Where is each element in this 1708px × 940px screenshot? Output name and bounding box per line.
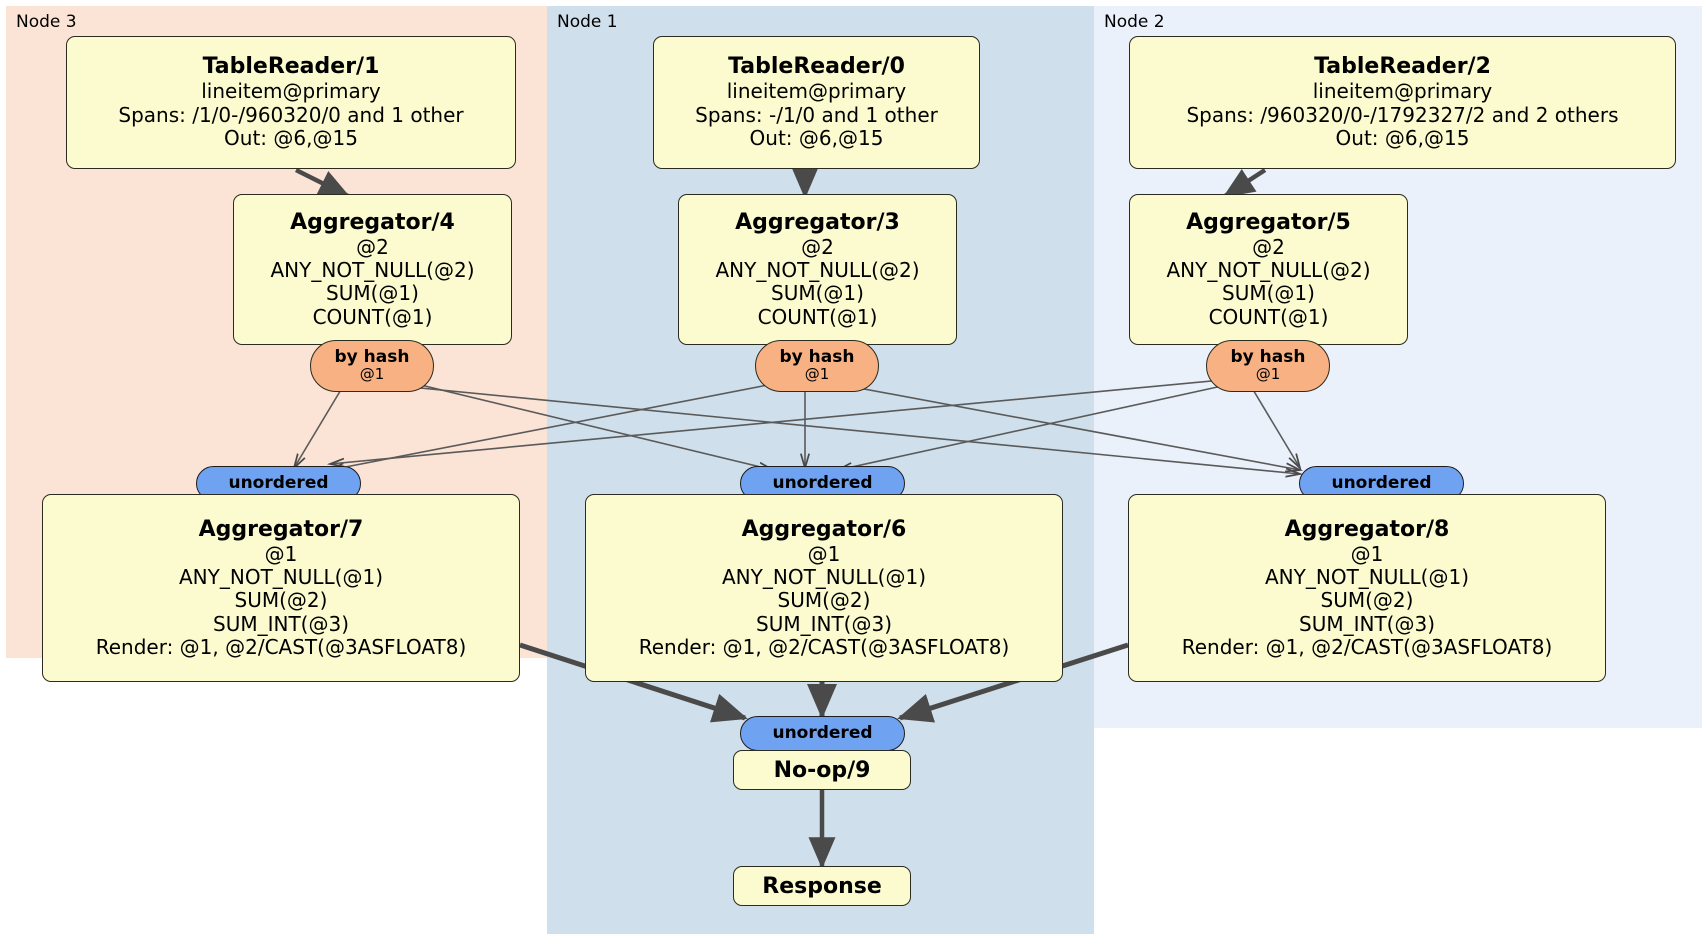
node-line: ANY_NOT_NULL(@1) [179,564,383,589]
node-line: Render: @1, @2/CAST(@3ASFLOAT8) [638,635,1010,660]
node-title: TableReader/0 [728,54,905,80]
router-column: @1 [359,365,385,384]
node-title: No-op/9 [773,757,871,783]
node-line: @2 [801,234,834,259]
node-line: Out: @6,@15 [224,126,358,151]
node-title: Aggregator/8 [1284,516,1450,542]
router-label: unordered [772,473,873,493]
router-by-hash-node2[interactable]: by hash @1 [1206,340,1330,392]
node-line: ANY_NOT_NULL(@1) [722,564,926,589]
panel-node3-label: Node 3 [16,12,77,32]
node-line: Out: @6,@15 [1335,126,1470,151]
node-line: SUM(@1) [1222,281,1315,306]
node-title: Aggregator/5 [1186,209,1351,235]
node-aggregator6[interactable]: Aggregator/6 @1 ANY_NOT_NULL(@1) SUM(@2)… [585,494,1063,682]
node-line: Spans: -/1/0 and 1 other [695,102,938,127]
node-line: @1 [264,541,298,566]
router-label: unordered [1331,473,1432,493]
node-response[interactable]: Response [733,866,911,906]
node-line: lineitem@primary [201,79,381,104]
router-column: @1 [1255,365,1281,384]
router-label: by hash [1230,347,1306,368]
router-unordered-final[interactable]: unordered [740,716,905,751]
node-line: @2 [1252,234,1285,259]
node-line: ANY_NOT_NULL(@2) [715,258,920,283]
panel-node2-label: Node 2 [1104,12,1165,32]
node-title: Aggregator/3 [735,209,900,235]
router-column: @1 [804,365,830,384]
panel-node1-label: Node 1 [557,12,618,32]
node-line: SUM_INT(@3) [756,611,892,636]
node-line: @1 [1350,541,1384,566]
node-line: Spans: /960320/0-/1792327/2 and 2 others [1186,102,1619,127]
node-line: lineitem@primary [726,79,907,104]
node-line: SUM_INT(@3) [213,611,349,636]
router-label: by hash [334,347,410,368]
node-line: SUM(@2) [1320,588,1414,613]
node-line: SUM(@2) [234,588,328,613]
node-line: ANY_NOT_NULL(@1) [1265,564,1469,589]
node-line: SUM(@1) [326,281,419,306]
node-title: Response [762,873,882,899]
node-line: @1 [807,541,841,566]
router-label: by hash [779,347,855,368]
node-tablereader2[interactable]: TableReader/2 lineitem@primary Spans: /9… [1129,36,1676,169]
node-line: lineitem@primary [1312,79,1493,104]
node-noop9[interactable]: No-op/9 [733,750,911,790]
node-aggregator5[interactable]: Aggregator/5 @2 ANY_NOT_NULL(@2) SUM(@1)… [1129,194,1408,345]
node-line: SUM_INT(@3) [1299,611,1435,636]
node-title: TableReader/2 [1314,54,1491,80]
router-by-hash-node1[interactable]: by hash @1 [755,340,879,392]
node-line: ANY_NOT_NULL(@2) [1166,258,1371,283]
node-line: COUNT(@1) [757,304,878,329]
node-aggregator4[interactable]: Aggregator/4 @2 ANY_NOT_NULL(@2) SUM(@1)… [233,194,512,345]
router-label: unordered [772,723,873,743]
node-tablereader0[interactable]: TableReader/0 lineitem@primary Spans: -/… [653,36,980,169]
node-title: Aggregator/4 [290,209,455,235]
router-by-hash-node3[interactable]: by hash @1 [310,340,434,392]
node-line: @2 [356,234,389,259]
router-label: unordered [228,473,329,493]
node-line: Render: @1, @2/CAST(@3ASFLOAT8) [1181,635,1553,660]
node-aggregator8[interactable]: Aggregator/8 @1 ANY_NOT_NULL(@1) SUM(@2)… [1128,494,1606,682]
node-line: Spans: /1/0-/960320/0 and 1 other [118,102,464,127]
node-aggregator7[interactable]: Aggregator/7 @1 ANY_NOT_NULL(@1) SUM(@2)… [42,494,520,682]
node-line: SUM(@1) [771,281,864,306]
node-title: Aggregator/6 [741,516,907,542]
node-line: Out: @6,@15 [749,126,884,151]
node-aggregator3[interactable]: Aggregator/3 @2 ANY_NOT_NULL(@2) SUM(@1)… [678,194,957,345]
node-line: ANY_NOT_NULL(@2) [270,258,475,283]
node-title: TableReader/1 [202,54,380,80]
node-line: SUM(@2) [777,588,871,613]
node-tablereader1[interactable]: TableReader/1 lineitem@primary Spans: /1… [66,36,516,169]
node-line: COUNT(@1) [1208,304,1329,329]
node-line: COUNT(@1) [312,304,433,329]
node-title: Aggregator/7 [198,516,364,542]
node-line: Render: @1, @2/CAST(@3ASFLOAT8) [95,635,467,660]
